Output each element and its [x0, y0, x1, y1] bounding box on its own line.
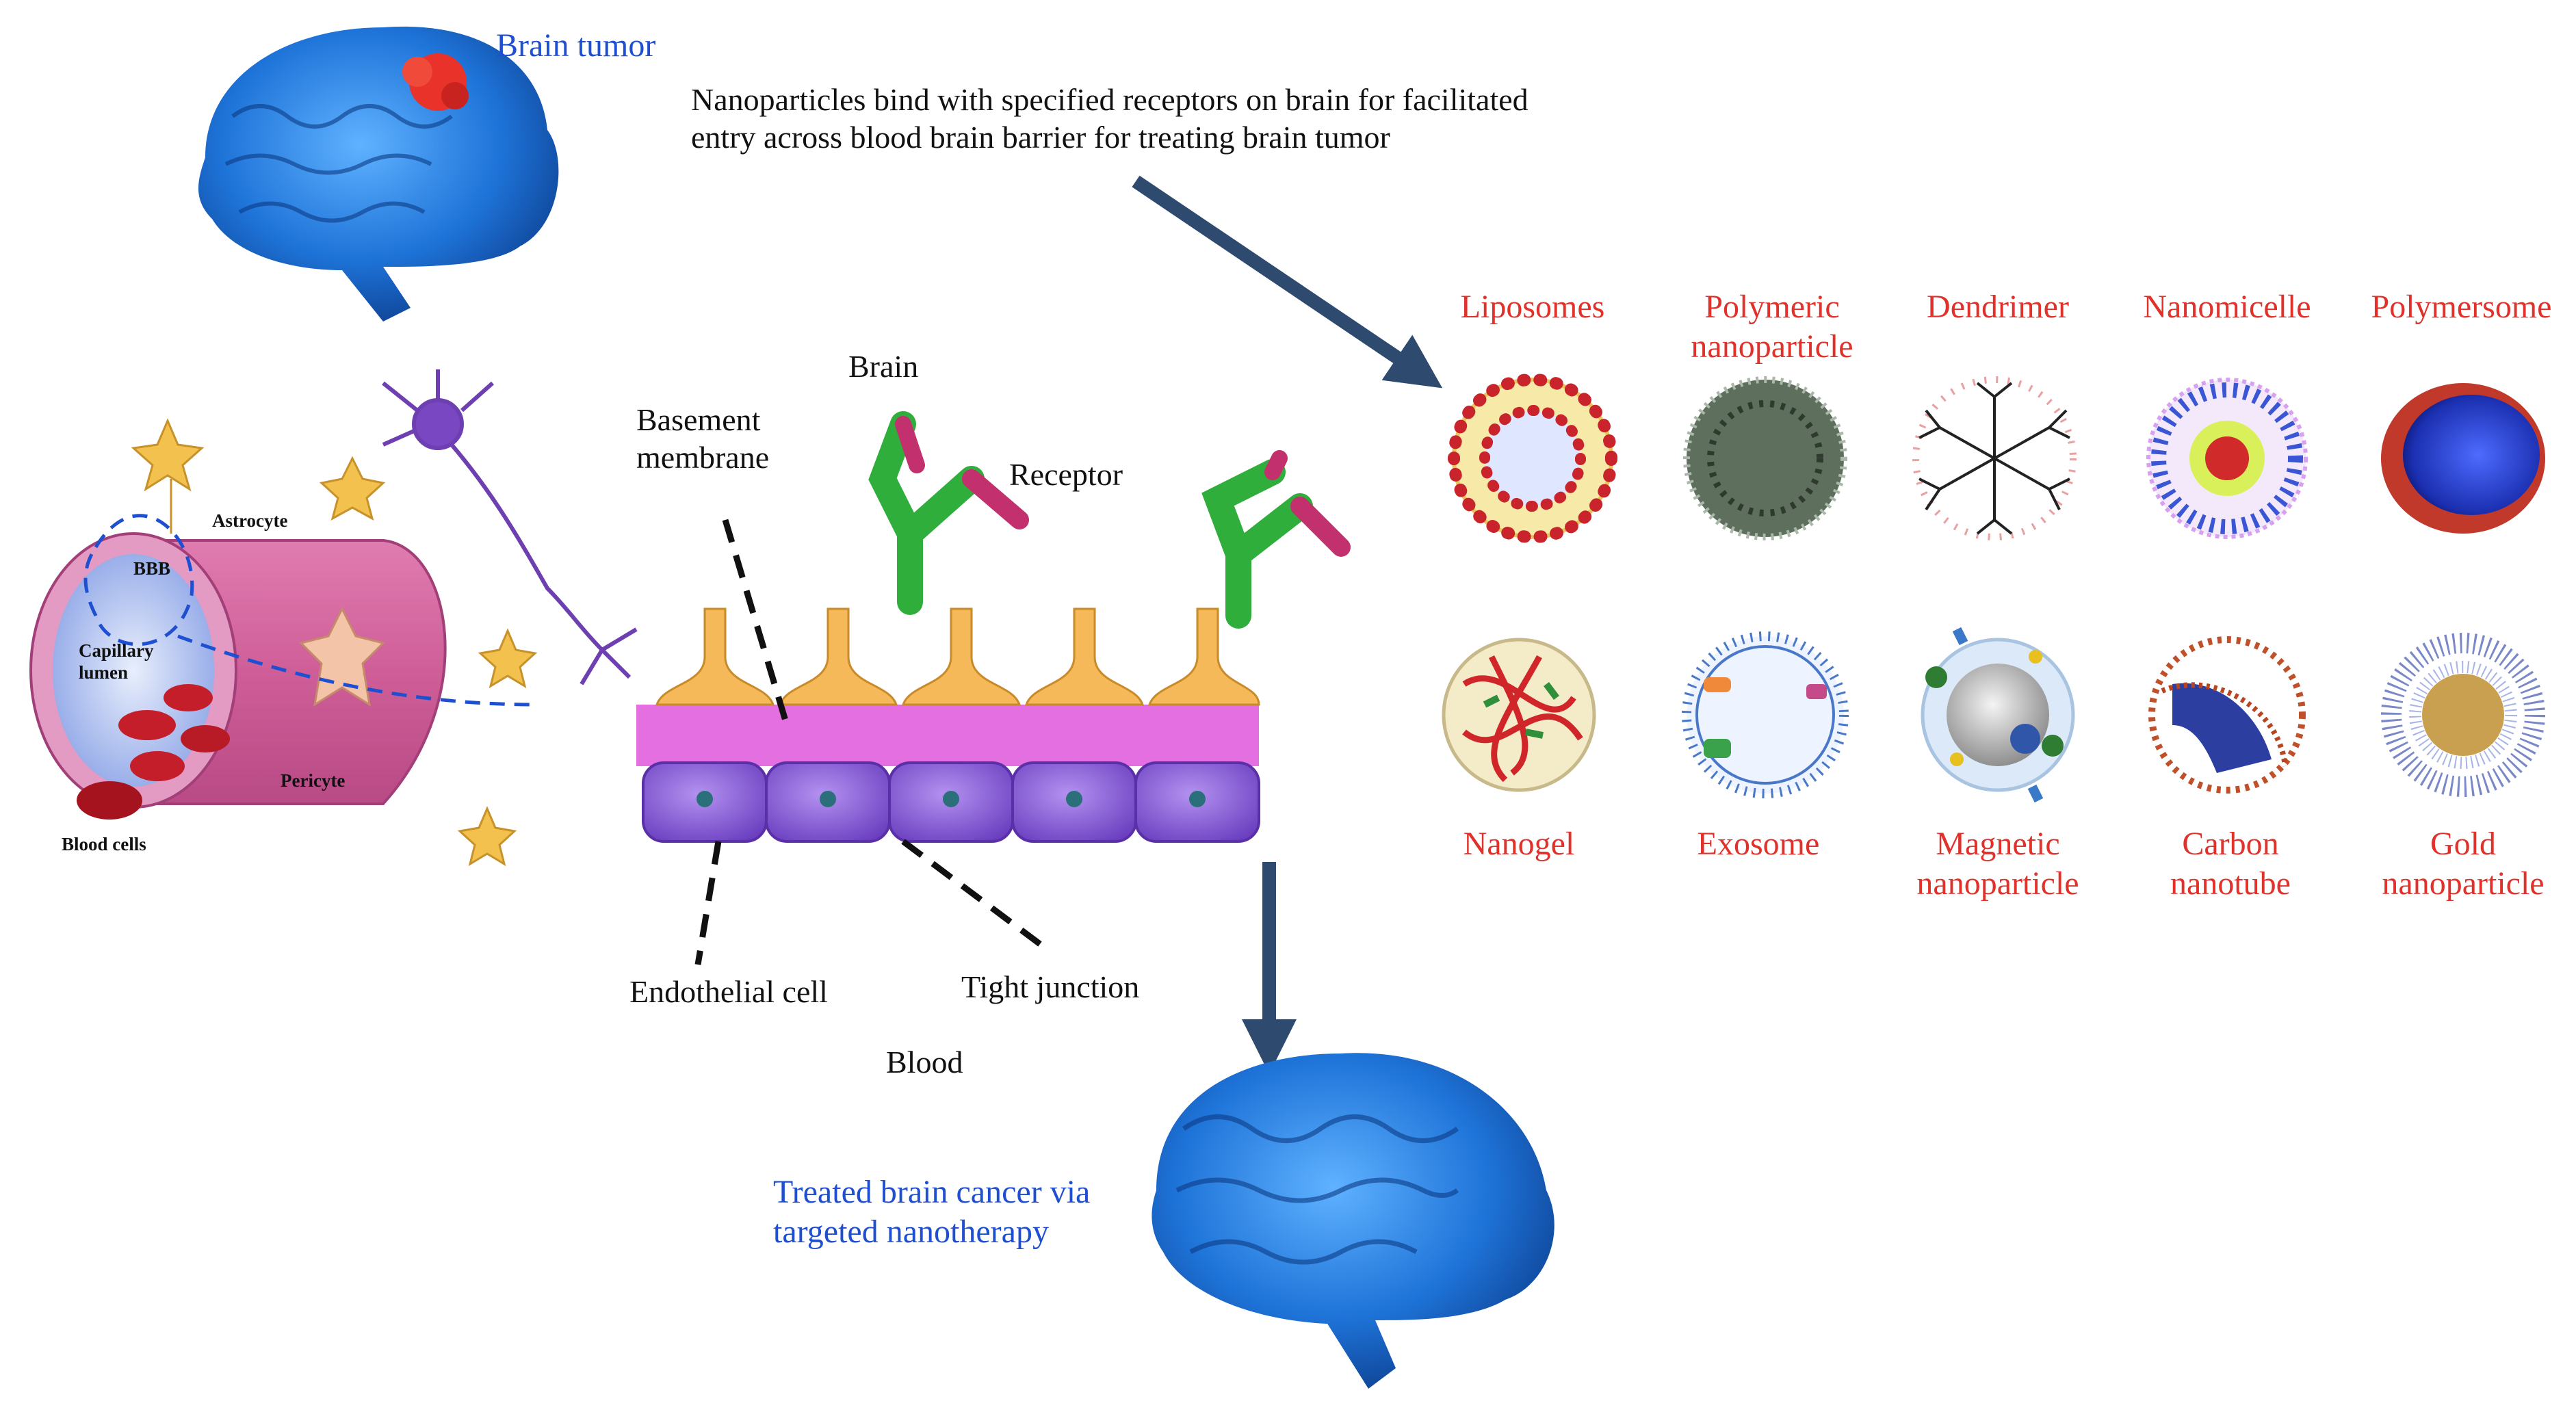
polymeric-nanoparticle-label: Polymeric nanoparticle	[1691, 289, 1853, 365]
brain-side-label: Brain	[848, 349, 919, 384]
treated-brain-illustration	[1152, 1053, 1554, 1389]
capillary-bbb-illustration	[29, 369, 638, 867]
receptor-antibody-2	[1201, 450, 1351, 629]
endothelial-cell-label: Endothelial cell	[629, 974, 828, 1009]
blood-brain-barrier-cross-section	[636, 411, 1351, 965]
arrow-to-nanoparticles	[1132, 175, 1443, 389]
exosome-icon	[1682, 631, 1849, 798]
astrocyte-cell	[131, 418, 538, 867]
neuron-cell	[382, 369, 638, 685]
dendrimer-icon	[1912, 376, 2077, 540]
treated-brain-label: Treated brain cancer via targeted nanoth…	[773, 1174, 1091, 1250]
astrocyte-label: Astrocyte	[212, 510, 288, 531]
brain-with-tumor-illustration	[198, 26, 559, 322]
nanomicelle-label: Nanomicelle	[2143, 289, 2311, 325]
nanogel-icon	[1442, 638, 1596, 792]
astrocyte-endfeet	[655, 607, 1260, 706]
endothelial-cell-row	[642, 761, 1260, 843]
gold-nanoparticle-label: Gold nanoparticle	[2382, 826, 2545, 902]
tight-junction-pointer	[901, 839, 1042, 947]
exosome-label: Exosome	[1697, 826, 1820, 862]
gold-nanoparticle-icon	[2381, 633, 2545, 797]
basement-membrane-layer	[636, 705, 1259, 766]
liposome-icon	[1448, 374, 1617, 543]
brain-tumor-label: Brain tumor	[496, 27, 656, 64]
carbon-nanotube-icon	[2148, 636, 2306, 794]
magnetic-nanoparticle-icon	[1921, 627, 2075, 803]
receptor-antibody-1	[868, 411, 1029, 615]
capillary-lumen-label: Capillary lumen	[79, 640, 154, 683]
blood-side-label: Blood	[886, 1045, 963, 1079]
nanogel-label: Nanogel	[1463, 826, 1575, 862]
basement-membrane-label: Basement membrane	[636, 402, 770, 475]
bbb-label: BBB	[133, 558, 171, 579]
polymersome-icon	[2381, 383, 2545, 534]
receptor-label: Receptor	[1009, 457, 1123, 492]
tight-junction-label: Tight junction	[961, 969, 1140, 1004]
pericyte-label: Pericyte	[281, 770, 346, 791]
magnetic-nanoparticle-label: Magnetic nanoparticle	[1916, 826, 2079, 902]
main-caption: Nanoparticles bind with specified recept…	[691, 82, 1528, 155]
blood-cells-label: Blood cells	[62, 834, 146, 854]
dendrimer-label: Dendrimer	[1927, 289, 2069, 325]
endothelial-cell-pointer	[694, 841, 722, 965]
polymeric-nanoparticle-icon	[1683, 376, 1847, 540]
liposomes-label: Liposomes	[1460, 289, 1605, 325]
carbon-nanotube-label: Carbon nanotube	[2170, 826, 2291, 902]
nanomicelle-icon	[2146, 378, 2308, 539]
polymersome-label: Polymersome	[2371, 289, 2552, 325]
